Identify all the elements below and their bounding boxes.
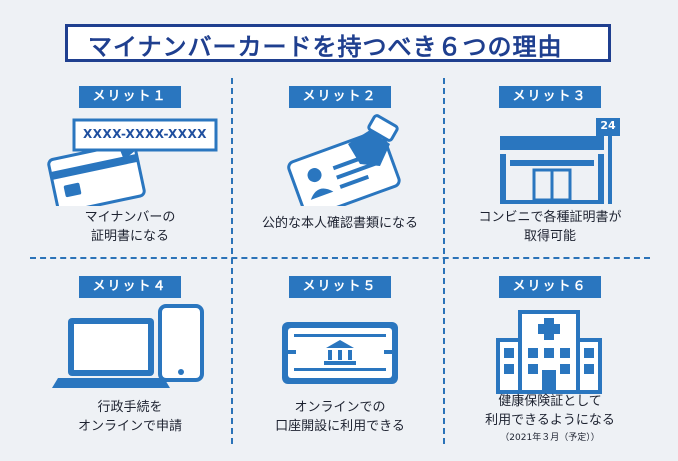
grid-divider-vertical-2 [443,78,445,444]
merit-caption: 公的な本人確認書類になる [261,216,418,231]
page-title: マイナンバーカードを持つべき６つの理由 [88,33,563,61]
merit-badge: メリット６ [499,276,601,298]
hand-holding-id-card-icon [230,114,450,206]
title-frame [65,24,611,62]
grid-divider-horizontal [30,257,650,259]
bank-passbook-icon [230,304,450,396]
header: マイナンバーカードを持つべき６つの理由 [0,0,678,70]
grid-divider-vertical-1 [231,78,233,444]
merit-card-4: メリット４ 行政手続を オンラインで申請 [20,276,240,461]
laptop-and-smartphone-icon [20,304,240,396]
merit-card-1: メリット１ XXXX-XXXX-XXXX マイナンバーの 証明書になる [20,86,240,271]
hospital-icon [440,304,660,396]
merit-caption: 健康保険証として 利用できるようになる [485,394,615,428]
merit-caption: オンラインでの 口座開設に利用できる [275,400,405,434]
convenience-store-icon: 24 [440,114,660,206]
merit-card-6: メリット６ 健康保険証として 利用できるようになる （2021年３月（予定）） [440,276,660,461]
merit-caption: コンビニで各種証明書が 取得可能 [478,210,622,244]
merit-badge: メリット４ [79,276,181,298]
merit-badge: メリット１ [79,86,181,108]
merit-badge: メリット５ [289,276,391,298]
merit-caption: マイナンバーの 証明書になる [84,210,176,244]
card-number-text: XXXX-XXXX-XXXX [82,127,208,141]
merit-card-3: メリット３ 24 コンビニで各種証明書が 取得可能 [440,86,660,271]
merit-card-2: メリット２ 公的な本人確認書類になる [230,86,450,271]
id-card-with-number-icon: XXXX-XXXX-XXXX [20,114,240,206]
merit-badge: メリット３ [499,86,601,108]
merit-card-5: メリット５ オンラインでの 口座開設に利用できる [230,276,450,461]
merit-badge: メリット２ [289,86,391,108]
store-sign-text: 24 [600,119,616,132]
merit-note: （2021年３月（予定）） [500,433,600,443]
merit-caption: 行政手続を オンラインで申請 [77,400,182,434]
